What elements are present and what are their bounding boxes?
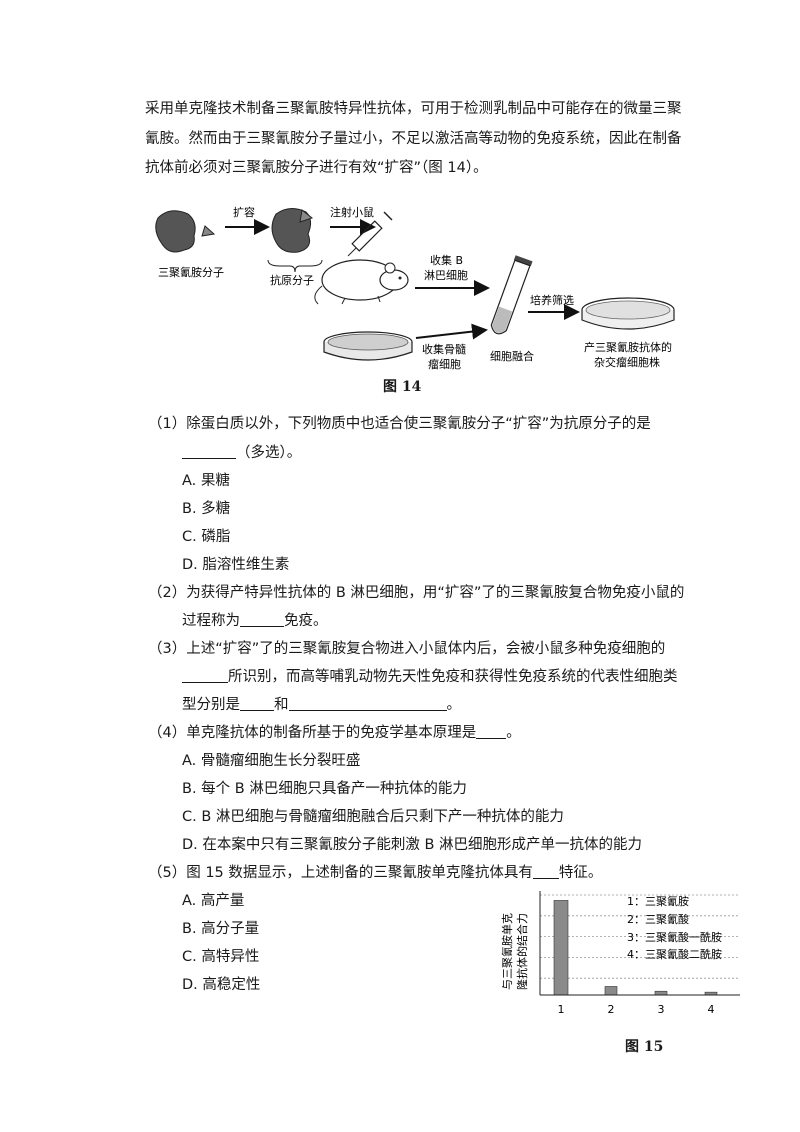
label-inject: 注射小鼠	[330, 205, 374, 219]
intro-line-2: 氰胺。然而由于三聚氰胺分子量过小，不足以激活高等动物的免疫系统，因此在制备	[145, 131, 682, 147]
q5-option-a: A. 高产量	[182, 893, 245, 909]
q3-stem: （3）上述“扩容”了的三聚氰胺复合物进入小鼠体内后，会被小鼠多种免疫细胞的	[148, 641, 666, 657]
chart-legend-item-2: 2：三聚氰酸	[627, 912, 689, 926]
chart-legend-item-4: 4：三聚氰酸二酰胺	[627, 947, 722, 961]
melamine-triangle-2	[299, 209, 314, 223]
label-fusion: 细胞融合	[490, 349, 534, 363]
q4-option-b: B. 每个 B 淋巴细胞只具备产一种抗体的能力	[182, 781, 467, 797]
q5-stem: （5）图 15 数据显示，上述制备的三聚氰胺单克隆抗体具有特征。	[148, 864, 603, 881]
q1-answer-blank[interactable]	[182, 444, 236, 459]
mouse-icon	[314, 259, 409, 305]
q5-option-d: D. 高稳定性	[182, 977, 261, 993]
q5-option-c: C. 高特异性	[182, 949, 260, 965]
chart-bar-2	[604, 986, 618, 996]
q1-option-d: D. 脂溶性维生素	[182, 557, 290, 573]
syringe-icon	[347, 211, 393, 257]
q2-stem-2: 过程称为免疫。	[182, 612, 328, 629]
intro-line-1: 采用单克隆技术制备三聚氰胺特异性抗体，可用于检测乳制品中可能存在的微量三聚	[145, 101, 682, 117]
chart-ylabel: 与三聚氰胺单克 隆抗体的结合力	[500, 913, 529, 990]
q1-stem: （1）除蛋白质以外，下列物质中也适合使三聚氰胺分子“扩容”为抗原分子的是	[148, 416, 651, 432]
melamine-triangle-1	[201, 225, 216, 237]
intro-line-3: 抗体前必须对三聚氰胺分子进行有效“扩容”（图 14）。	[145, 160, 488, 176]
q5-answer-blank[interactable]	[532, 864, 559, 879]
test-tube-icon	[490, 255, 533, 335]
label-expand: 扩容	[233, 205, 255, 219]
chart-xtick-4: 4	[708, 1003, 715, 1016]
petri-dish-myeloma	[323, 331, 413, 361]
q1-stem-2: （多选）。	[182, 441, 301, 462]
q1-option-a: A. 果糖	[182, 473, 230, 489]
chart-legend-item-3: 3：三聚氰酸一酰胺	[627, 930, 722, 944]
label-melamine: 三聚氰胺分子	[158, 265, 224, 279]
q4-answer-blank[interactable]	[476, 724, 507, 739]
chart-legend-item-1: 1：三聚氰胺	[627, 894, 689, 908]
q3-answer-blank-3[interactable]	[288, 696, 447, 711]
chart-ylabel-1: 与三聚氰胺单克	[500, 913, 514, 990]
label-collect-myeloma-1: 收集骨髓	[422, 342, 466, 356]
figure-15-chart: 与三聚氰胺单克 隆抗体的结合力 1 2 3 4 1：三聚氰胺 2：三聚氰酸 3：三聚氰…	[500, 891, 740, 1016]
q4-stem: （4）单克隆抗体的制备所基于的免疫学基本原理是。	[148, 724, 521, 741]
label-collect-myeloma-2: 瘤细胞	[428, 357, 461, 371]
antigen-brace	[267, 259, 323, 273]
label-collect-b-1: 收集 B	[430, 253, 463, 267]
chart-bar-3	[654, 990, 668, 996]
q4-option-d: D. 在本案中只有三聚氰胺分子能刺激 B 淋巴细胞形成产单一抗体的能力	[182, 837, 643, 853]
q3-stem-2: 所识别，而高等哺乳动物先天性免疫和获得性免疫系统的代表性细胞类	[182, 665, 678, 686]
q1-option-b: B. 多糖	[182, 501, 231, 517]
figure-15-caption: 图 15	[625, 1039, 664, 1055]
chart-legend: 1：三聚氰胺 2：三聚氰酸 3：三聚氰酸一酰胺 4：三聚氰酸二酰胺	[627, 894, 722, 961]
q3-answer-blank-1[interactable]	[182, 668, 228, 683]
figure-14-caption: 图 14	[383, 379, 422, 395]
figure-14: 三聚氰胺分子 扩容 抗原分子 注射小鼠 收集 B 淋巴细胞 收集骨髓 瘤细胞	[155, 205, 675, 371]
chart-ylabel-2: 隆抗体的结合力	[515, 913, 529, 990]
q5-option-b: B. 高分子量	[182, 921, 260, 937]
q4-option-a: A. 骨髓瘤细胞生长分裂旺盛	[182, 753, 361, 769]
q3-stem-3: 型分别是和。	[182, 696, 461, 713]
arrow-collect-myeloma	[415, 323, 488, 340]
chart-xtick-3: 3	[658, 1003, 665, 1016]
label-screen: 培养筛选	[530, 293, 574, 307]
q3-answer-blank-2[interactable]	[240, 696, 274, 711]
q2-stem: （2）为获得产特异性抗体的 B 淋巴细胞，用“扩容”了的三聚氰胺复合物免疫小鼠的	[148, 585, 685, 601]
label-hybridoma-1: 产三聚氰胺抗体的	[584, 340, 672, 354]
chart-bar-1	[553, 900, 569, 996]
chart-xtick-2: 2	[608, 1003, 615, 1016]
label-antigen: 抗原分子	[270, 273, 314, 287]
label-collect-b-2: 淋巴细胞	[424, 269, 468, 282]
chart-xtick-1: 1	[558, 1003, 565, 1016]
q1-option-c: C. 磷脂	[182, 529, 231, 545]
q2-answer-blank[interactable]	[240, 612, 284, 627]
carrier-blob-1	[155, 210, 196, 253]
petri-dish-hybridoma	[581, 297, 675, 330]
q4-option-c: C. B 淋巴细胞与骨髓瘤细胞融合后只剩下产一种抗体的能力	[182, 809, 564, 825]
label-hybridoma-2: 杂交瘤细胞株	[594, 355, 660, 369]
